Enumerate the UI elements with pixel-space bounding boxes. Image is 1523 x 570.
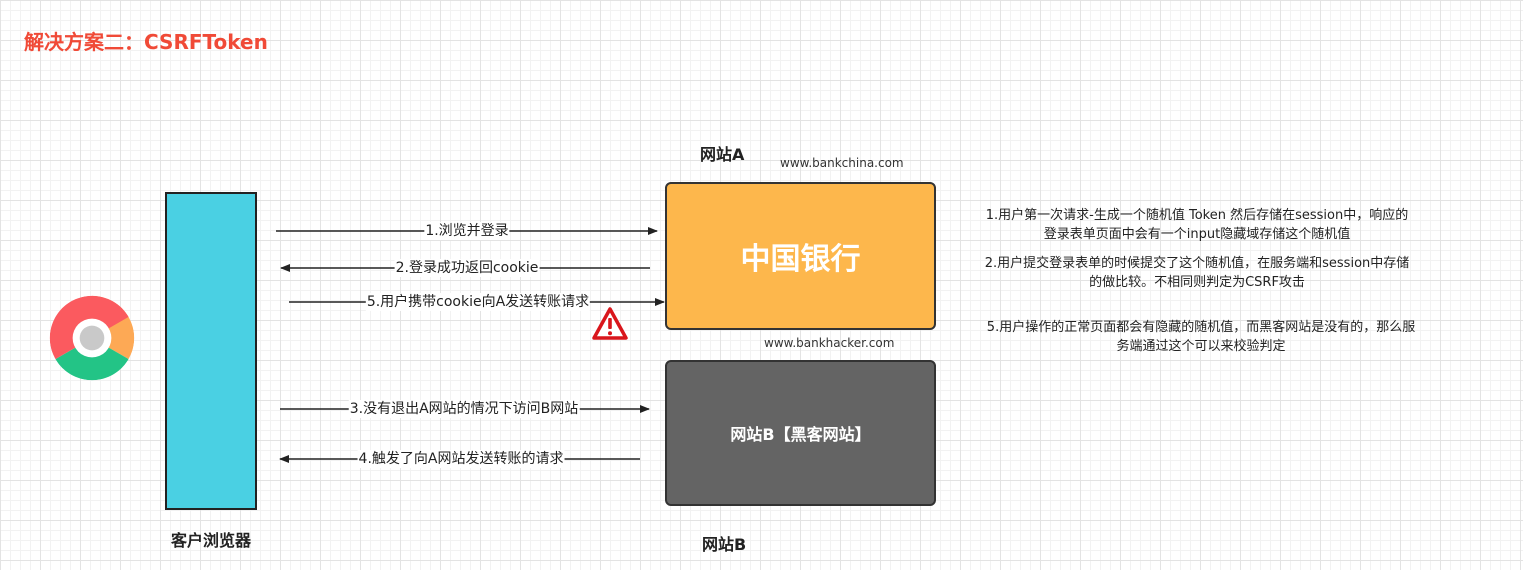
- arrow-5-label: 5.用户携带cookie向A发送转账请求: [365, 293, 591, 311]
- arrow-1-label: 1.浏览并登录: [424, 222, 510, 240]
- note-3-line-2: 务端通过这个可以来校验判定: [1116, 339, 1286, 354]
- note-3-line-1: 5.用户操作的正常页面都会有隐藏的随机值，而黑客网站是没有的，那么服: [986, 320, 1416, 335]
- note-2: 2.用户提交登录表单的时候提交了这个随机值，在服务端和session中存储 的做…: [985, 254, 1410, 292]
- site-a-box: 中国银行: [665, 182, 936, 330]
- chrome-icon: [49, 295, 135, 381]
- browser-label: 客户浏览器: [170, 531, 251, 550]
- site-b-label: 网站B: [702, 535, 747, 554]
- site-a-name: 中国银行: [740, 242, 861, 277]
- note-1: 1.用户第一次请求-生成一个随机值 Token 然后存储在session中，响应…: [986, 206, 1408, 244]
- arrow-2-label: 2.登录成功返回cookie: [394, 259, 540, 277]
- note-3: 5.用户操作的正常页面都会有隐藏的随机值，而黑客网站是没有的，那么服 务端通过这…: [987, 318, 1415, 356]
- browser-bar: [165, 192, 257, 510]
- note-2-line-2: 的做比较。不相同则判定为CSRF攻击: [1089, 275, 1305, 290]
- site-a-url: www.bankchina.com: [780, 156, 904, 170]
- note-1-line-2: 登录表单页面中会有一个input隐藏域存储这个随机值: [1043, 227, 1351, 242]
- arrow-3-label: 3.没有退出A网站的情况下访问B网站: [348, 400, 580, 418]
- arrow-4-label: 4.触发了向A网站发送转账的请求: [357, 450, 565, 468]
- site-b-box: 网站B【黑客网站】: [665, 360, 936, 506]
- site-a-label: 网站A: [700, 145, 745, 164]
- site-b-name: 网站B【黑客网站】: [730, 425, 871, 444]
- note-2-line-1: 2.用户提交登录表单的时候提交了这个随机值，在服务端和session中存储: [984, 256, 1410, 271]
- site-b-url: www.bankhacker.com: [764, 336, 895, 350]
- page-title: 解决方案二：CSRFToken: [24, 30, 268, 54]
- warning-icon: [592, 307, 628, 340]
- note-1-line-1: 1.用户第一次请求-生成一个随机值 Token 然后存储在session中，响应…: [985, 208, 1409, 223]
